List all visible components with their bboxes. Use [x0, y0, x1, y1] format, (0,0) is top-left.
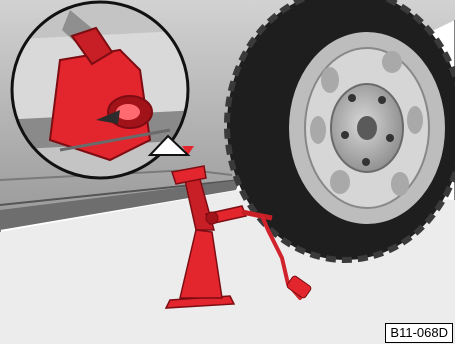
wheel-bolt	[386, 134, 394, 142]
rim-vent	[310, 116, 326, 144]
figure-reference-code: B11-068D	[385, 323, 453, 343]
wheel-bolt	[362, 158, 370, 166]
car-wheel	[227, 0, 455, 260]
rim-vent	[407, 106, 423, 134]
rim-vent	[391, 172, 409, 196]
rim-vent	[321, 67, 339, 93]
wheel-bolt	[378, 96, 386, 104]
rim-vent	[382, 51, 402, 73]
hub-center	[357, 116, 377, 140]
jack-pivot	[206, 212, 218, 224]
wheel-bolt	[348, 94, 356, 102]
wheel-bolt	[341, 131, 349, 139]
rim-vent	[330, 170, 350, 194]
